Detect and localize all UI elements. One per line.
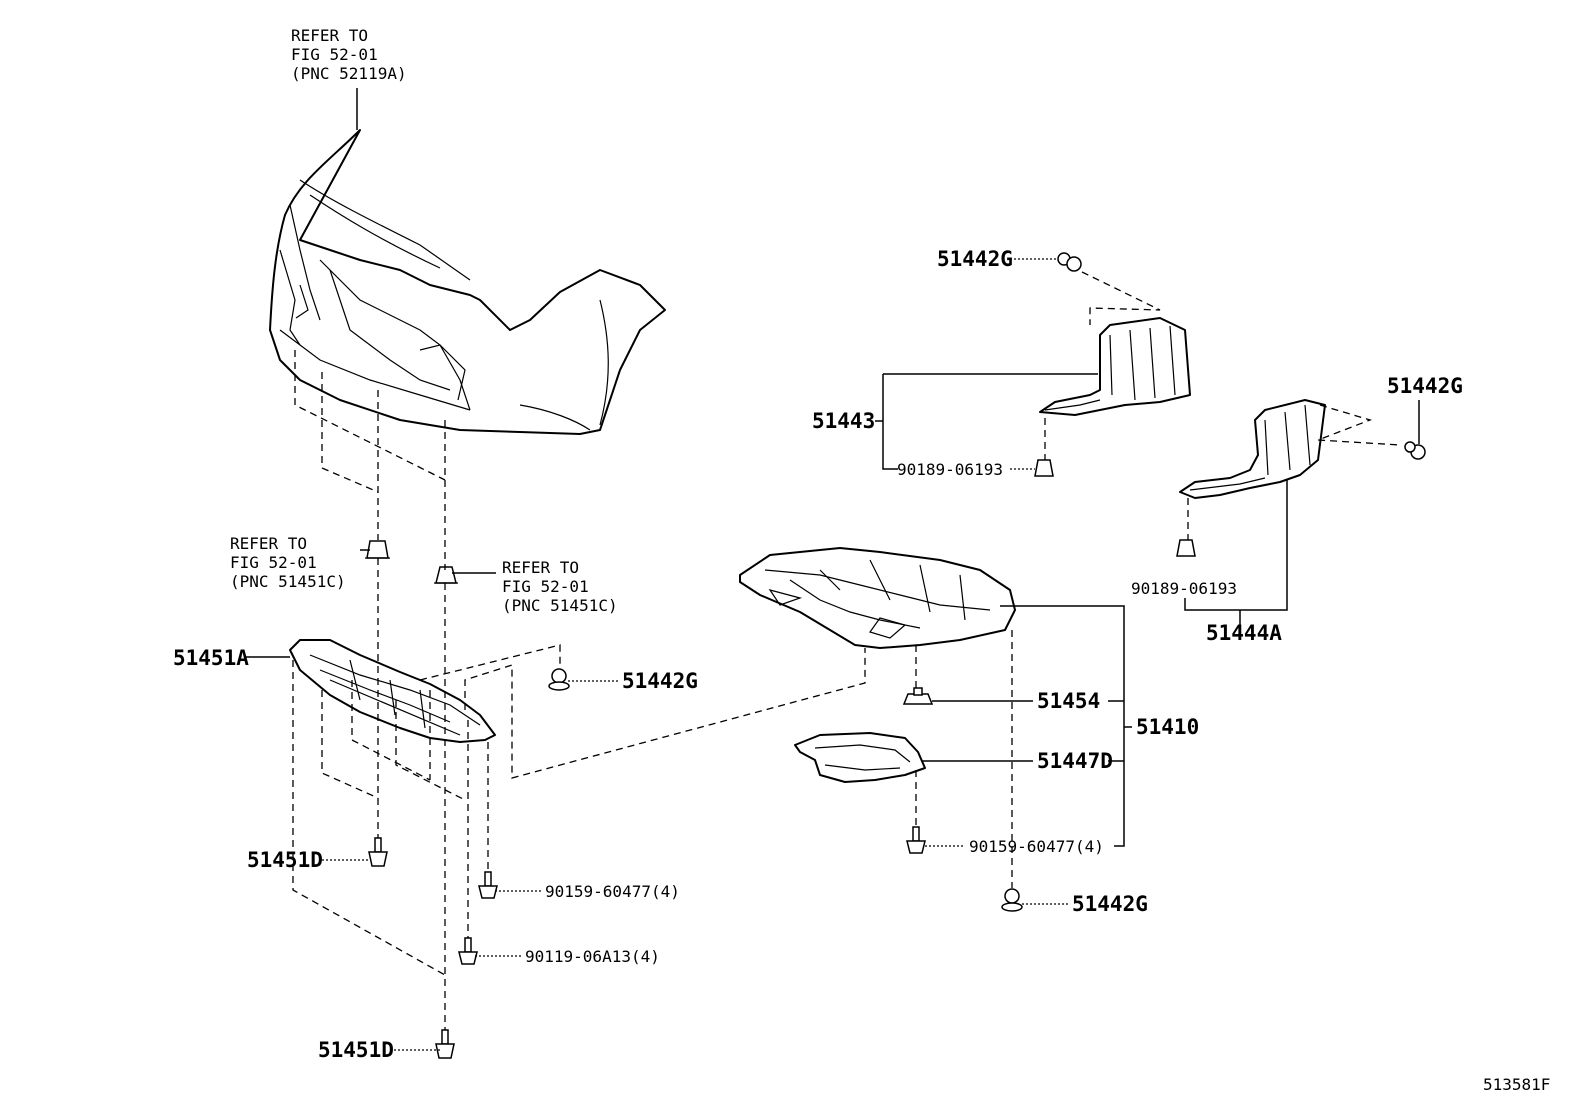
ref-clip-right-line2: FIG 52-01 [502, 577, 589, 596]
label-90119: 90119-06A13(4) [525, 947, 660, 966]
splash-shield-51443 [1039, 317, 1191, 416]
label-51442g-center: 51442G [622, 669, 698, 693]
clip-51442g-top-icon [1057, 252, 1082, 272]
leader-lines [246, 88, 1420, 1051]
ref-clip-left-line3: (PNC 51451C) [230, 572, 346, 591]
clip-51442g-right-icon [1404, 441, 1426, 460]
label-51451d-lower: 51451D [318, 1038, 394, 1062]
bolt-90119-icon [458, 937, 478, 965]
ref-clip-right-line1: REFER TO [502, 558, 579, 577]
splash-shield-51444a [1179, 399, 1326, 499]
label-90189-lower: 90189-06193 [1131, 579, 1237, 598]
front-bumper-cover [269, 129, 666, 435]
clip-90189-upper-icon [1034, 459, 1054, 477]
label-51443: 51443 [812, 409, 875, 433]
ref-bumper-line3: (PNC 52119A) [291, 64, 407, 83]
label-90159-left: 90159-60477(4) [545, 882, 680, 901]
shield-51447d [794, 732, 926, 783]
ref-clip-left-line2: FIG 52-01 [230, 553, 317, 572]
label-51451a: 51451A [173, 646, 249, 670]
assembly-lines [292, 271, 1401, 1030]
label-90159-right: 90159-60477(4) [969, 837, 1104, 856]
label-51442g-bottom: 51442G [1072, 892, 1148, 916]
clip-90189-lower-icon [1176, 539, 1196, 557]
ref-clip-left-line1: REFER TO [230, 534, 307, 553]
clip-51442g-bottom-icon [1001, 888, 1023, 912]
clip-51442g-center-icon [548, 668, 570, 691]
bolt-51451d-lower-icon [435, 1029, 455, 1059]
engine-under-cover-51451a [289, 639, 496, 743]
bolt-51451d-upper-icon [368, 837, 388, 867]
screw-90159-left-icon [478, 871, 498, 899]
label-51410: 51410 [1136, 715, 1199, 739]
screw-90159-right-icon [906, 826, 926, 854]
ref-bumper-line2: FIG 52-01 [291, 45, 378, 64]
label-51454: 51454 [1037, 689, 1100, 713]
clip-51454-icon [902, 687, 934, 705]
ref-bumper-line1: REFER TO [291, 26, 368, 45]
label-51442g-top: 51442G [937, 247, 1013, 271]
label-90189-upper: 90189-06193 [897, 460, 1003, 479]
engine-under-cover-51410 [739, 547, 1016, 649]
label-51447d: 51447D [1037, 749, 1113, 773]
ref-clip-right-line3: (PNC 51451C) [502, 596, 618, 615]
label-51444a: 51444A [1206, 621, 1282, 645]
label-51451d-upper: 51451D [247, 848, 323, 872]
figure-id: 513581F [1483, 1075, 1550, 1094]
label-51442g-right: 51442G [1387, 374, 1463, 398]
clip-ref-right-icon [434, 566, 458, 584]
